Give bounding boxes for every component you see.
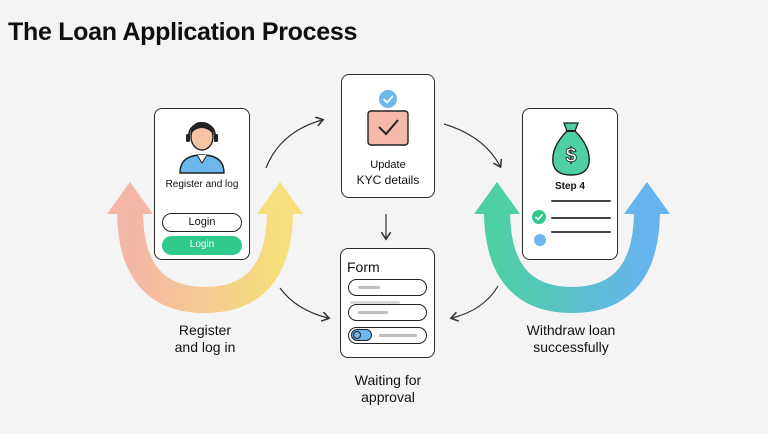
register-card: Register and log Login Login [154,108,250,260]
register-caption-line1: Register [178,322,232,338]
form-field-1-bar [358,286,380,289]
register-caption: Register and log in [150,322,260,356]
form-field-3[interactable] [348,327,427,344]
form-caption: Waiting for approval [330,372,446,406]
form-field-2-bar [358,311,388,314]
withdraw-card-text: Step 4 [554,181,585,192]
page-title: The Loan Application Process [8,18,358,46]
money-bag-icon: $ [552,122,590,176]
form-field-3-bar [379,334,417,337]
check-badge-icon [379,90,397,108]
withdraw-line-3 [551,231,611,233]
right-cycle-arrow [474,182,670,314]
register-card-text: Register and log [165,179,239,190]
form-caption-line2: approval [361,389,415,405]
connector-arrow-3 [279,287,328,318]
withdraw-caption-line2: successfully [533,339,609,355]
connector-arrow-4 [452,285,499,318]
form-line [350,301,400,304]
left-cycle-arrow [107,182,303,314]
login-filled-button[interactable]: Login [162,236,242,255]
kyc-card: Update KYC details [341,74,435,198]
check-circle-icon [532,210,546,224]
kyc-line1: Update [370,159,406,171]
register-caption-line2: and log in [174,339,236,355]
login-outline-button[interactable]: Login [162,213,242,232]
kyc-line2: KYC details [356,173,420,187]
document-check-icon [367,90,409,146]
toggle-icon[interactable] [351,329,373,341]
form-card: Form [340,248,435,358]
withdraw-line-2 [551,217,611,219]
withdraw-line-1 [551,200,611,202]
user-avatar-icon [179,121,225,174]
connector-arrow-1 [265,120,322,169]
status-dot-icon [534,234,546,246]
connector-arrow-2 [443,123,500,166]
svg-text:$: $ [565,145,576,167]
form-field-2[interactable] [348,304,427,321]
withdraw-caption-line1: Withdraw loan [526,322,616,338]
form-caption-line1: Waiting for [354,372,422,388]
withdraw-card: $ Step 4 [522,108,618,260]
withdraw-caption: Withdraw loan successfully [506,322,636,356]
form-field-1[interactable] [348,279,427,296]
form-heading: Form [347,259,380,275]
